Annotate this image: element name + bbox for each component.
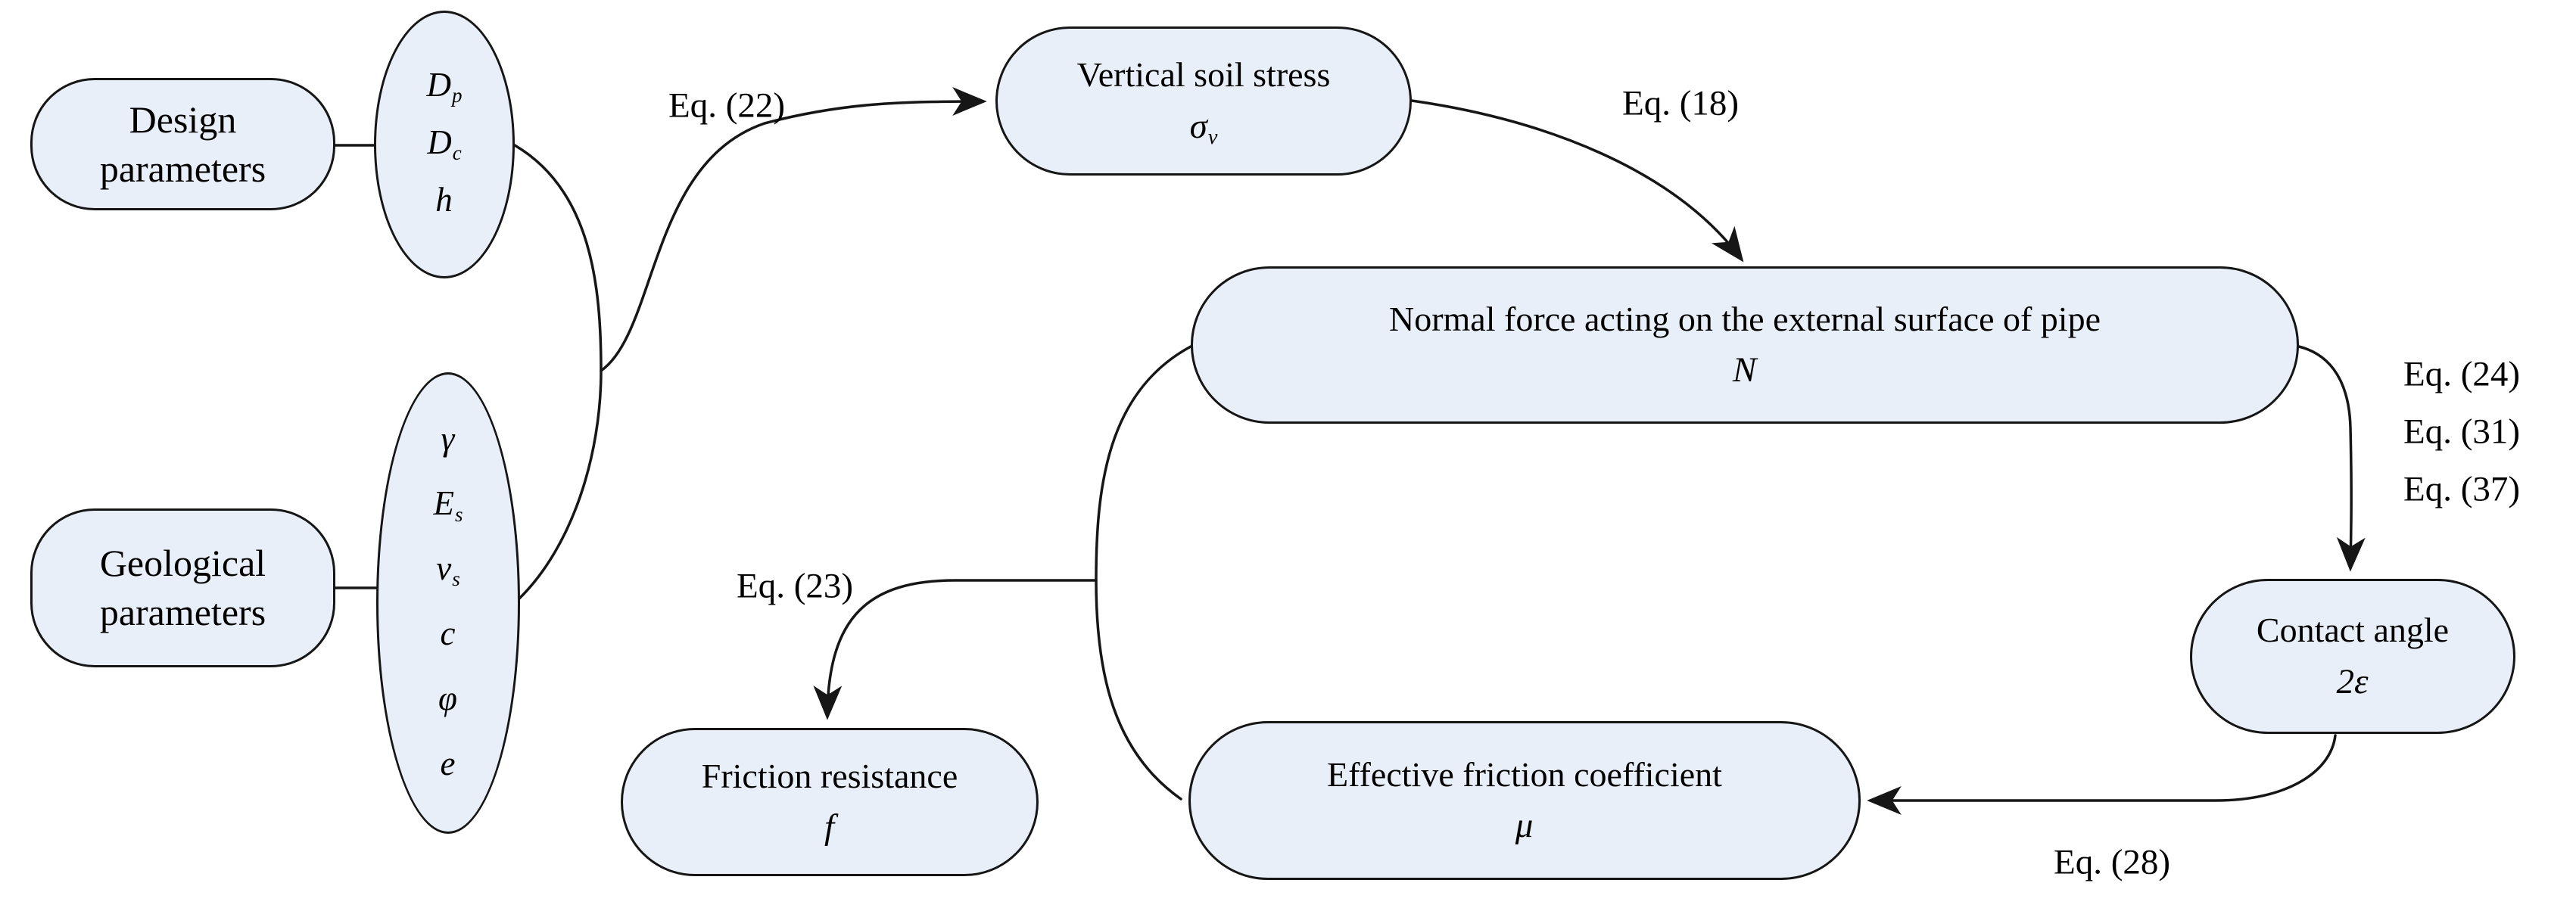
node-symbol: σv (1189, 106, 1218, 149)
edge-label-eq23: Eq. (23) (736, 566, 854, 606)
node-label: Normal force acting on the external surf… (1388, 299, 2101, 338)
parameter-e: e (440, 744, 456, 782)
edge-eq23-arrow (813, 579, 1098, 720)
edge-merge-lower (517, 369, 603, 601)
parameter-h: h (435, 180, 453, 219)
node-contact-angle: Contact angle 2ε (2190, 579, 2515, 734)
node-symbol: 2ε (2336, 661, 2369, 701)
node-geological-parameters: Geological parameters (30, 508, 335, 667)
parameter-Dc: Dc (427, 123, 462, 165)
edge-eq22-arrow (600, 87, 987, 372)
parameter-c: c (440, 614, 456, 652)
node-friction-resistance: Friction resistance f (621, 728, 1039, 876)
edge-label-eq24: Eq. (24) (2403, 354, 2521, 394)
parameter-phi: φ (438, 679, 457, 717)
node-label: Friction resistance (701, 756, 958, 795)
node-symbol: N (1732, 350, 1757, 390)
node-label: Effective friction coefficient (1327, 754, 1722, 794)
parameter-vs: vs (436, 549, 460, 591)
edge-label-eq28: Eq. (28) (2053, 842, 2171, 882)
node-label: Design parameters (99, 98, 266, 190)
node-geological-parameter-symbols: γ Es vs c φ e (376, 372, 520, 834)
node-symbol: μ (1515, 806, 1534, 846)
edge-label-eq18: Eq. (18) (1621, 83, 1740, 123)
node-effective-friction-coefficient: Effective friction coefficient μ (1188, 721, 1861, 880)
edge-label-eq22: Eq. (22) (668, 86, 786, 126)
edge-eq24-31-37-arrow (2297, 345, 2366, 572)
node-design-parameter-symbols: Dp Dc h (374, 11, 515, 278)
node-label: Contact angle (2256, 611, 2450, 650)
parameter-Dp: Dp (426, 66, 463, 107)
node-vertical-soil-stress: Vertical soil stress σv (995, 26, 1412, 176)
parameter-list: γ Es vs c φ e (433, 419, 463, 786)
node-label: Vertical soil stress (1076, 55, 1331, 95)
node-normal-force: Normal force acting on the external surf… (1191, 266, 2299, 424)
node-label: Geological parameters (99, 542, 266, 633)
edge-eq18-arrow (1410, 99, 1744, 263)
parameter-gamma: γ (441, 419, 455, 458)
parameter-list: Dp Dc h (427, 67, 463, 222)
node-symbol: f (824, 807, 835, 847)
parameter-Es: Es (433, 484, 463, 526)
edge-label-eq37: Eq. (37) (2403, 469, 2521, 509)
node-design-parameters: Design parameters (30, 78, 335, 210)
edge-normal-to-mu-junction (1095, 345, 1192, 801)
edge-eq28-arrow (1867, 734, 2337, 815)
edge-merge-upper (513, 144, 603, 372)
edge-label-eq31: Eq. (31) (2403, 412, 2521, 452)
